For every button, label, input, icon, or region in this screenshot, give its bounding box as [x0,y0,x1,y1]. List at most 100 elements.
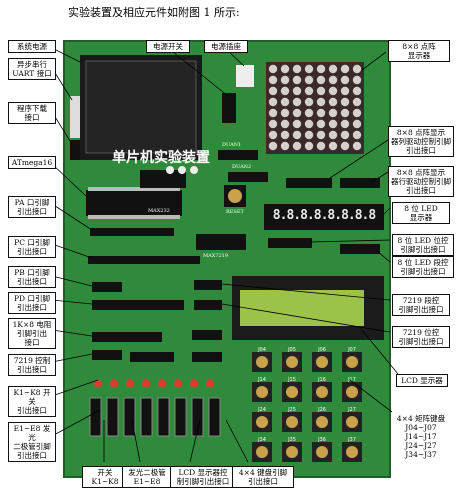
toggle-switch[interactable] [157,397,170,437]
seven-seg-display [264,204,384,230]
label-power-socket: 电源插座 [204,40,248,53]
keypad-key-cap [256,416,268,428]
matrix-dot [280,119,290,129]
matrix-dot [316,108,326,118]
keypad-key-label: J24 [257,407,266,413]
lcd-screen [240,290,364,326]
toggle-switch[interactable] [140,397,153,437]
label-switch: 开关 K1~K8 [82,466,128,488]
matrix-dot [292,119,302,129]
matrix-dot [316,64,326,74]
matrix-dot [352,75,362,85]
matrix-dot [316,141,326,151]
matrix-dot [268,86,278,96]
keypad-key-cap [286,416,298,428]
label-7219-ctrl: 7219 控制 引出接口 [8,354,56,376]
red-led [174,380,182,388]
keypad-key-cap [256,356,268,368]
keypad-key-label: J27 [347,407,356,413]
matrix-dot [280,64,290,74]
matrix-dot [328,130,338,140]
keypad-key-cap [346,446,358,458]
toggle-switch[interactable] [174,397,187,437]
matrix-dot [268,75,278,85]
matrix-dot [328,75,338,85]
label-lcd: LCD 显示器 [396,374,448,387]
matrix-dot [268,141,278,151]
label-pa: PA 口引脚 引出接口 [8,196,56,218]
matrix-dot [328,141,338,151]
label-led8: 8 位 LED 显示器 [392,202,450,224]
red-led [142,380,150,388]
matrix-dot [340,108,350,118]
matrix-dot [340,141,350,151]
label-diode: 发光二极管 E1~E8 [122,466,172,488]
toggle-switch[interactable] [208,397,221,437]
max7219-label: MAX7219 [203,253,229,259]
label-led-seg: 8 位 LED 段控 引脚引出接口 [392,256,454,278]
label-k1k8: K1~K8 开关 引出接口 [8,386,56,417]
keypad-key-cap [286,356,298,368]
toggle-switch[interactable] [123,397,136,437]
reset-label: RESET [226,209,244,215]
keypad-key-cap [256,446,268,458]
toggle-switch[interactable] [191,397,204,437]
atmega16-chip [86,190,182,216]
keypad-key-label: J37 [347,437,356,443]
keypad-key-cap [286,446,298,458]
matrix-dot [292,141,302,151]
duan2-label: DUAN2 [232,164,252,170]
toggle-switch[interactable] [106,397,119,437]
matrix-dot [292,75,302,85]
matrix-dot [352,108,362,118]
max7219-chip [196,234,246,250]
matrix-dot [304,97,314,107]
matrix-dot [316,97,326,107]
keypad-key-cap [346,356,358,368]
label-matrix-row: 8×8 点阵显示 器行驱动控制引脚 引出接口 [388,166,454,197]
label-power-switch: 电源开关 [146,40,190,53]
matrix-dot [268,97,278,107]
keypad-key-label: J34 [257,437,266,443]
matrix-dot [304,75,314,85]
keypad-key-cap [256,386,268,398]
toggle-switch[interactable] [89,397,102,437]
label-resistor: 1K×8 电阻 引脚引出 接口 [8,318,56,349]
label-power: 系统电源 [8,40,56,53]
keypad-key-label: J17 [347,377,356,383]
keypad-key-cap [316,356,328,368]
matrix-dot [292,108,302,118]
matrix-dot [304,119,314,129]
matrix-dot [268,119,278,129]
keypad-key-cap [346,416,358,428]
label-lcd-pin: LCD 显示器控 制引脚引出接口 [170,466,236,488]
matrix-dot [304,64,314,74]
matrix-dot [304,86,314,96]
matrix-dot [316,86,326,96]
matrix-dot [268,130,278,140]
label-e1e8: E1~E8 发光 二极管引脚 引出接口 [8,422,56,462]
uart-port [70,96,80,138]
label-matrix: 8×8 点阵 显示器 [388,40,450,62]
label-prog: 程序下载 接口 [8,102,56,124]
label-7219-bit: 7219 位控 引脚引出接口 [392,326,450,348]
max232-chip [140,170,186,188]
keypad-key-cap [316,446,328,458]
matrix-dot [352,97,362,107]
label-keypad-pin: 4×4 键盘引脚 引出接口 [232,466,294,488]
dot-matrix [266,62,364,154]
keypad-key-label: J15 [287,377,296,383]
label-uart: 异步串行 UART 接口 [8,58,56,80]
label-7219-seg: 7219 段控 引脚引出接口 [392,294,450,316]
matrix-dot [340,86,350,96]
matrix-dot [292,97,302,107]
seven-seg-digits: 8.8.8.8.8.8.8.8 [272,208,376,223]
matrix-dot [340,64,350,74]
red-led [94,380,102,388]
red-led [190,380,198,388]
matrix-dot [304,130,314,140]
prog-header [70,140,80,160]
keypad-key-label: J25 [287,407,296,413]
matrix-dot [352,119,362,129]
